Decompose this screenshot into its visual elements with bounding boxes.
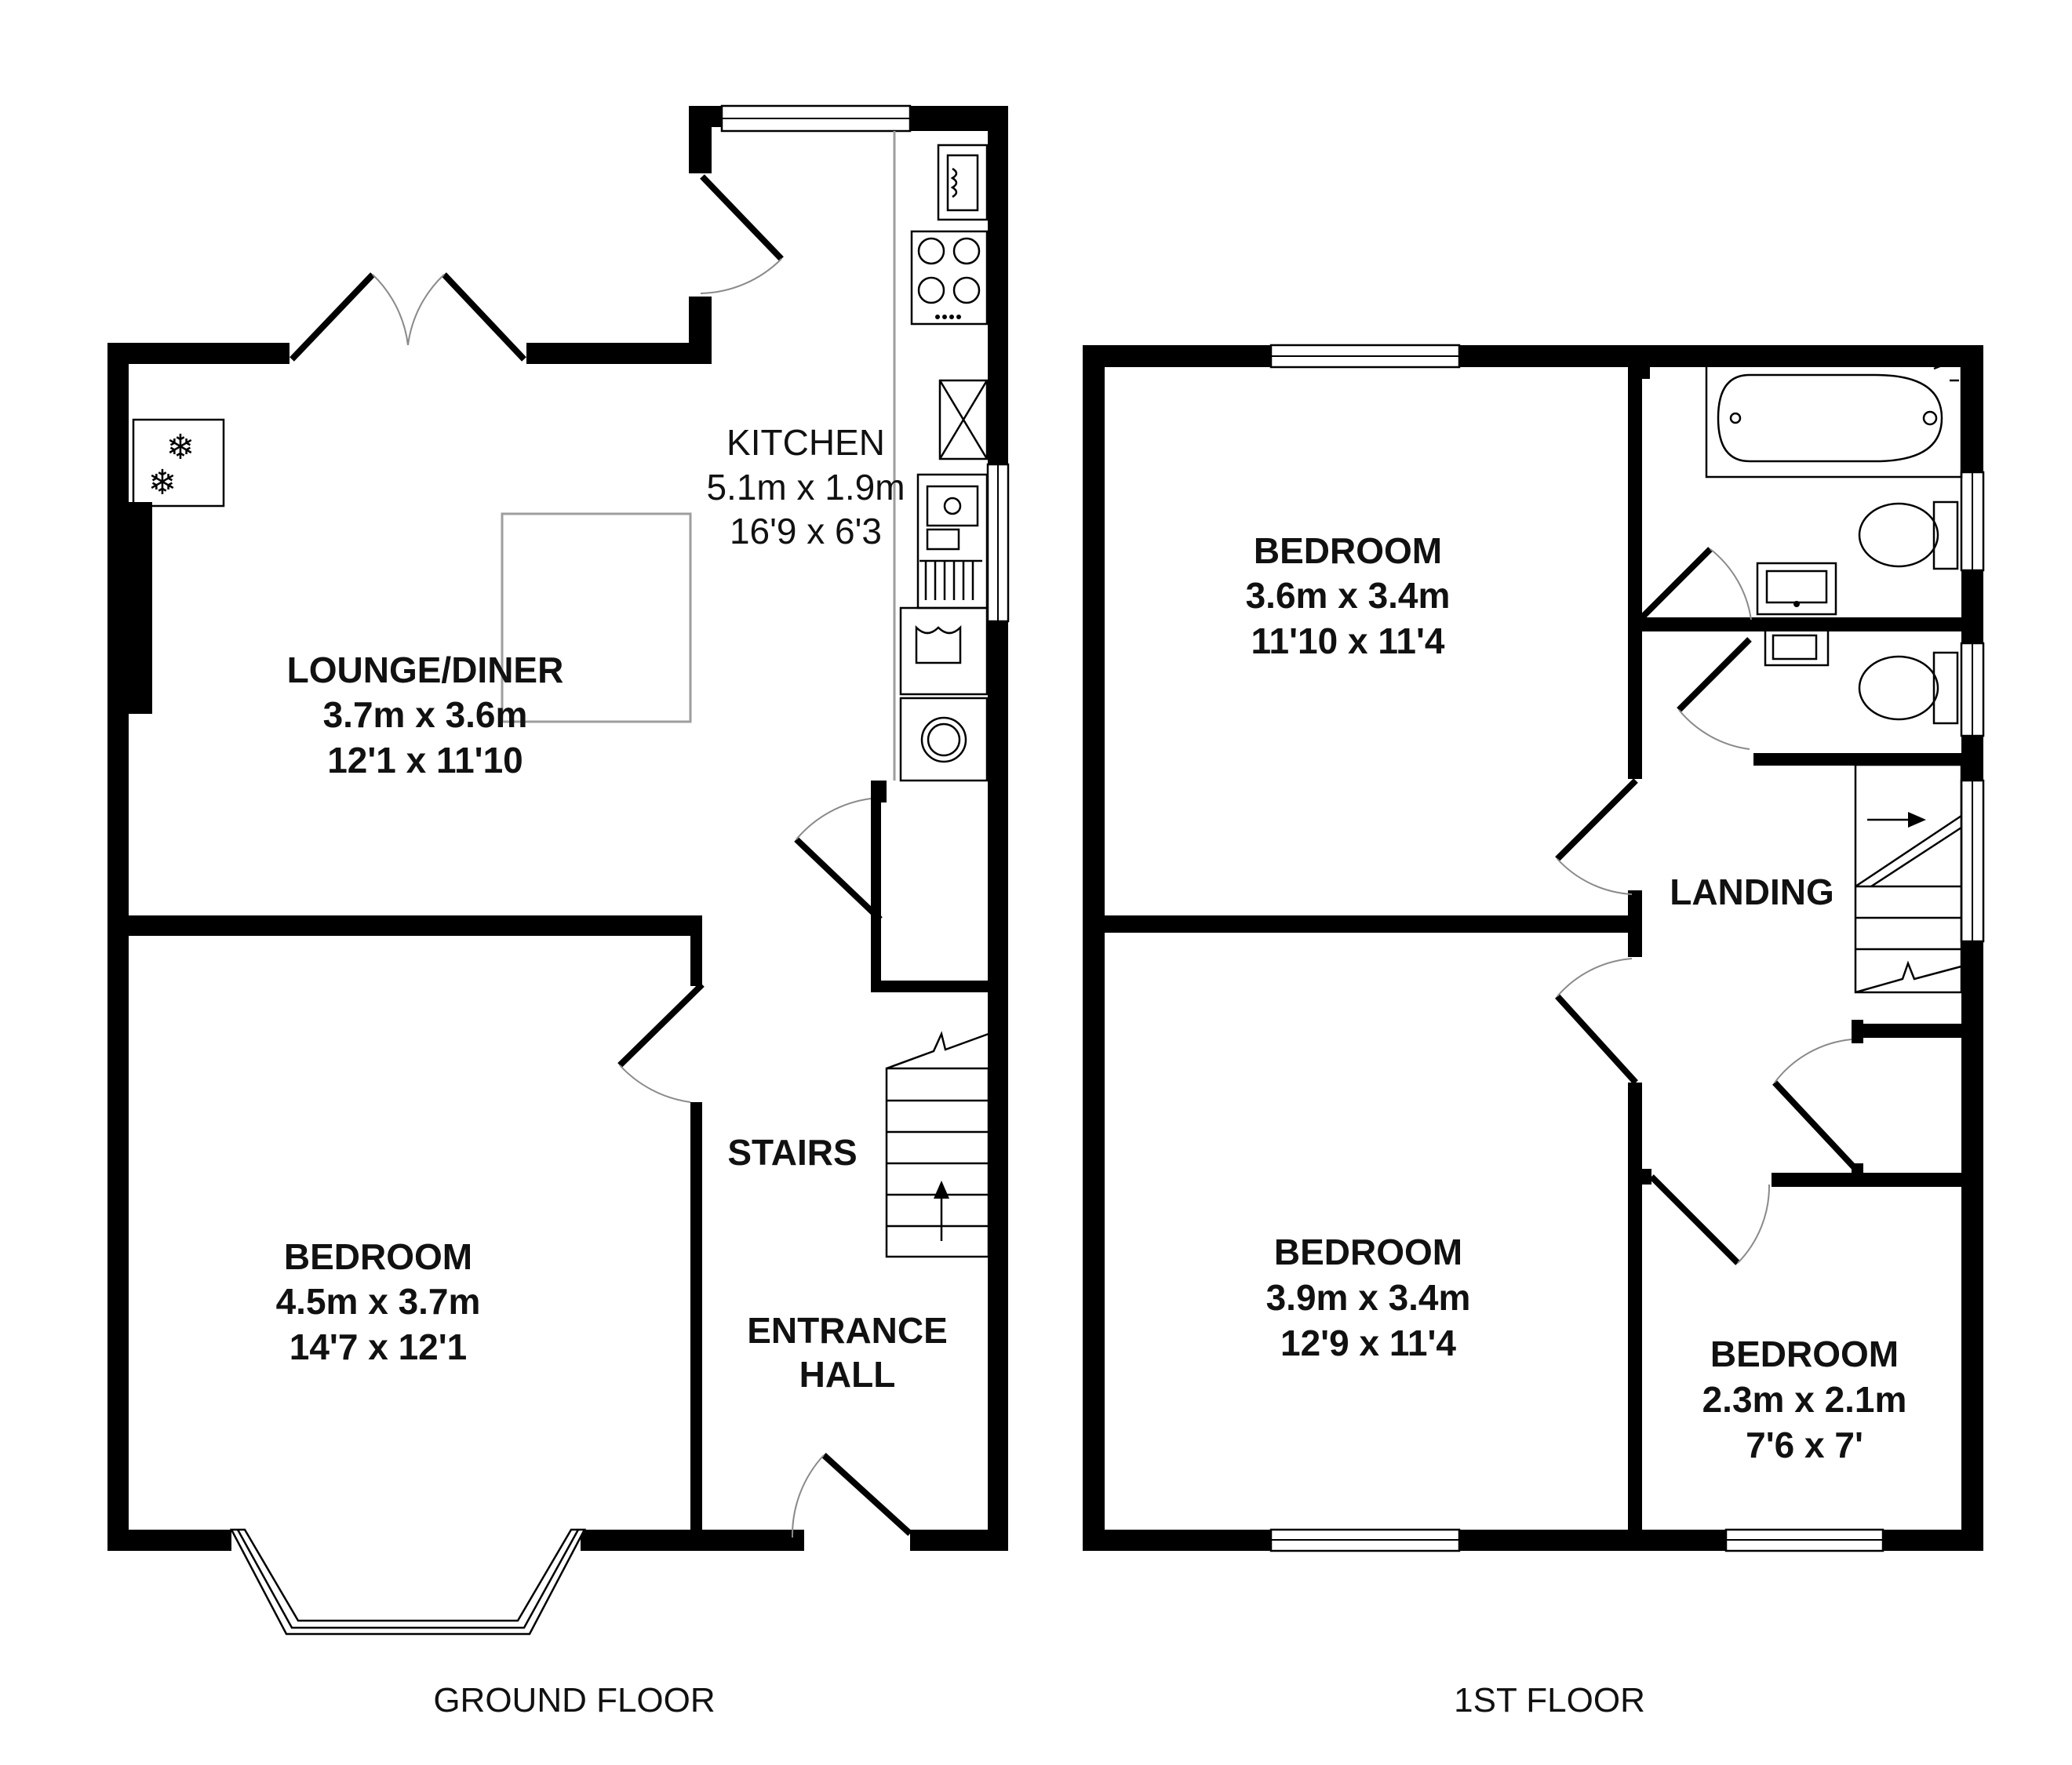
lounge-name: LOUNGE/DINER xyxy=(287,650,564,690)
bathroom-door xyxy=(1633,547,1713,626)
wc-basin-icon xyxy=(1764,628,1830,667)
bedroom-small-name: BEDROOM xyxy=(1710,1334,1899,1374)
stairs-label: STAIRS xyxy=(727,1132,857,1173)
bedroom-top-name: BEDROOM xyxy=(1254,530,1442,571)
bedroom-top-door xyxy=(1555,778,1638,861)
hall-name-1: ENTRANCE xyxy=(747,1310,948,1351)
dryer-icon xyxy=(899,697,989,782)
cupboard-door xyxy=(794,837,883,922)
landing-label: LANDING xyxy=(1670,872,1834,912)
bedroom-top-metric: 3.6m x 3.4m xyxy=(1246,575,1451,616)
stairs-ground xyxy=(885,1031,990,1258)
freezer-icon: ❄ ❄ xyxy=(132,418,225,508)
bedroom-ground-name: BEDROOM xyxy=(284,1236,472,1277)
stairs-first xyxy=(1854,763,1963,994)
bedroom-bottom-imperial: 12'9 x 11'4 xyxy=(1280,1323,1456,1363)
bath-icon xyxy=(1705,358,1963,479)
small-bedroom-door xyxy=(1649,1174,1740,1265)
wc-door xyxy=(1677,637,1752,712)
wc-toilet-icon xyxy=(1858,651,1959,725)
sink-icon xyxy=(916,473,989,610)
svg-text:❄: ❄ xyxy=(148,463,177,503)
hall-name-2: HALL xyxy=(799,1354,896,1395)
washing-machine-icon xyxy=(899,606,989,696)
bedroom-bottom-metric: 3.9m x 3.4m xyxy=(1266,1277,1471,1318)
bedroom-door-ground xyxy=(617,982,705,1068)
lounge-metric: 3.7m x 3.6m xyxy=(323,694,528,735)
kitchen-imperial: 16'9 x 6'3 xyxy=(730,511,882,551)
bedroom-bottom-door xyxy=(1555,994,1638,1085)
svg-text:❄: ❄ xyxy=(166,428,195,468)
hob-icon xyxy=(910,230,989,326)
front-door xyxy=(821,1453,912,1536)
kitchen-back-door xyxy=(700,174,784,261)
first-floor-plan: BEDROOM 3.6m x 3.4m 11'10 x 11'4 BEDROOM… xyxy=(1083,344,1985,1720)
bedroom-small-metric: 2.3m x 2.1m xyxy=(1702,1379,1907,1420)
bay-window xyxy=(229,1528,587,1636)
ground-floor-plan: ❄ ❄ KITCHEN 5.1m x 1.9m 16'9 x 6'3 LOUNG… xyxy=(107,104,1010,1720)
bedroom-bottom-name: BEDROOM xyxy=(1274,1232,1462,1272)
first-floor-title: 1ST FLOOR xyxy=(1454,1681,1645,1720)
microwave-icon xyxy=(937,144,989,221)
french-doors xyxy=(289,272,526,362)
fridge-icon xyxy=(938,379,989,460)
ground-floor-title: GROUND FLOOR xyxy=(433,1681,715,1720)
basin-icon xyxy=(1756,562,1837,616)
bedroom-top-imperial: 11'10 x 11'4 xyxy=(1251,620,1444,661)
dining-table xyxy=(501,512,692,723)
airing-cupboard-door xyxy=(1772,1080,1858,1171)
toilet-icon xyxy=(1858,500,1959,570)
lounge-imperial: 12'1 x 11'10 xyxy=(327,740,523,781)
bedroom-ground-metric: 4.5m x 3.7m xyxy=(276,1281,481,1322)
kitchen-name: KITCHEN xyxy=(726,422,885,463)
bedroom-ground-imperial: 14'7 x 12'1 xyxy=(289,1326,468,1367)
bedroom-small-imperial: 7'6 x 7' xyxy=(1746,1425,1863,1465)
kitchen-metric: 5.1m x 1.9m xyxy=(706,467,905,508)
